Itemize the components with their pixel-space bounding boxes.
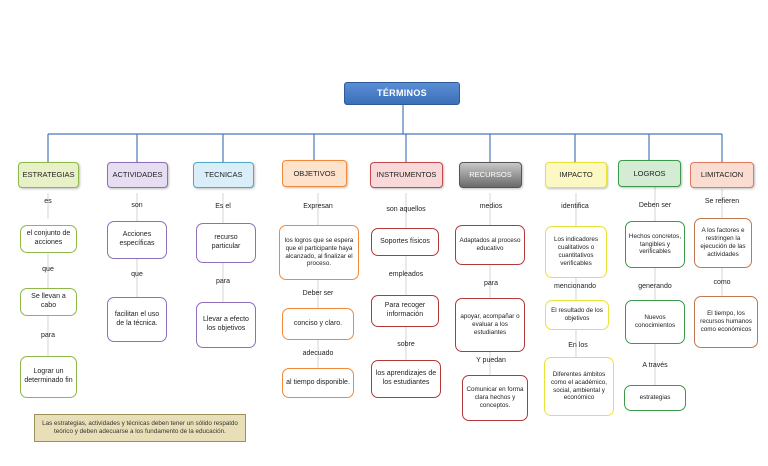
actividades-box-1: Acciones específicas <box>107 221 167 259</box>
logros-link-2: generando <box>638 283 672 290</box>
estrategias-link-1: es <box>44 198 52 205</box>
estrategias-box-3: Lograr un determinado fin <box>20 356 77 398</box>
actividades-link-2: que <box>131 271 143 278</box>
limitacion-link-1: Se refieren <box>704 198 740 205</box>
instrumentos-box-1: Soportes físicos <box>371 228 439 256</box>
recursos-link-2: para <box>483 280 499 287</box>
impacto-box-3: Diferentes ámbitos como el académico, so… <box>544 357 614 416</box>
objetivos-box-2: conciso y claro. <box>282 308 354 340</box>
recursos-link-1: medios <box>479 203 503 210</box>
heading-estrategias: ESTRATEGIAS <box>18 162 79 188</box>
tecnicas-link-2: para <box>215 278 231 285</box>
heading-logros: LOGROS <box>618 160 681 187</box>
estrategias-box-2: Se llevan a cabo <box>20 288 77 316</box>
heading-recursos: RECURSOS <box>459 162 522 188</box>
instrumentos-box-2: Para recoger información <box>371 295 439 327</box>
logros-box-3: estrategias <box>624 385 686 411</box>
heading-instrumentos: INSTRUMENTOS <box>370 162 443 188</box>
objetivos-link-3: adecuado <box>302 350 334 357</box>
instrumentos-link-2: empleados <box>388 271 424 278</box>
actividades-link-1: son <box>131 202 143 209</box>
objetivos-link-2: Deber ser <box>302 290 334 297</box>
logros-link-3: A través <box>642 362 668 369</box>
footnote-box: Las estrategias, actividades y técnicas … <box>34 414 246 442</box>
root-node: TÉRMINOS <box>344 82 460 105</box>
heading-limitacion: LIMITACION <box>690 162 754 188</box>
impacto-box-1: Los indicadores cualitativos o cuantitat… <box>545 226 607 278</box>
logros-box-2: Nuevos conocimientos <box>625 300 685 344</box>
instrumentos-link-1: son aquellos <box>386 206 426 213</box>
recursos-link-3: Y puedan <box>476 357 506 364</box>
objetivos-box-3: al tiempo disponible. <box>282 368 354 398</box>
logros-box-1: Hechos concretos, tangibles y verificabl… <box>625 221 685 268</box>
impacto-box-2: El resultado de los objetivos <box>545 300 609 330</box>
estrategias-link-3: para <box>40 332 56 339</box>
impacto-link-1: identifica <box>561 203 589 210</box>
objetivos-link-1: Expresan <box>303 203 333 210</box>
tecnicas-box-2: Llevar a efecto los objetivos <box>196 302 256 348</box>
estrategias-link-2: que <box>42 266 54 273</box>
limitacion-box-2: El tiempo, los recursos humanos como eco… <box>694 296 758 348</box>
heading-actividades: ACTIVIDADES <box>107 162 168 188</box>
heading-tecnicas: TECNICAS <box>193 162 254 188</box>
recursos-box-3: Comunicar en forma clara hechos y concep… <box>462 375 528 421</box>
instrumentos-box-3: los aprendizajes de los estudiantes <box>371 360 441 398</box>
objetivos-box-1: los logros que se espera que el particip… <box>279 225 359 280</box>
tecnicas-link-1: Es el <box>215 203 231 210</box>
heading-objetivos: OBJETIVOS <box>282 160 347 187</box>
impacto-link-3: En los <box>568 342 588 349</box>
logros-link-1: Deben ser <box>638 202 672 209</box>
estrategias-box-1: el conjunto de acciones <box>20 225 77 253</box>
limitacion-link-2: como <box>713 279 731 286</box>
tecnicas-box-1: recurso particular <box>196 223 256 263</box>
recursos-box-2: apoyar, acompañar o evaluar a los estudi… <box>455 298 525 352</box>
actividades-box-2: facilitan el uso de la técnica. <box>107 297 167 342</box>
heading-impacto: IMPACTO <box>545 162 607 188</box>
recursos-box-1: Adaptados al proceso educativo <box>455 225 525 265</box>
instrumentos-link-3: sobre <box>397 341 415 348</box>
impacto-link-2: mencionando <box>553 283 597 290</box>
limitacion-box-1: A los factores e restringen la ejecución… <box>694 218 752 268</box>
